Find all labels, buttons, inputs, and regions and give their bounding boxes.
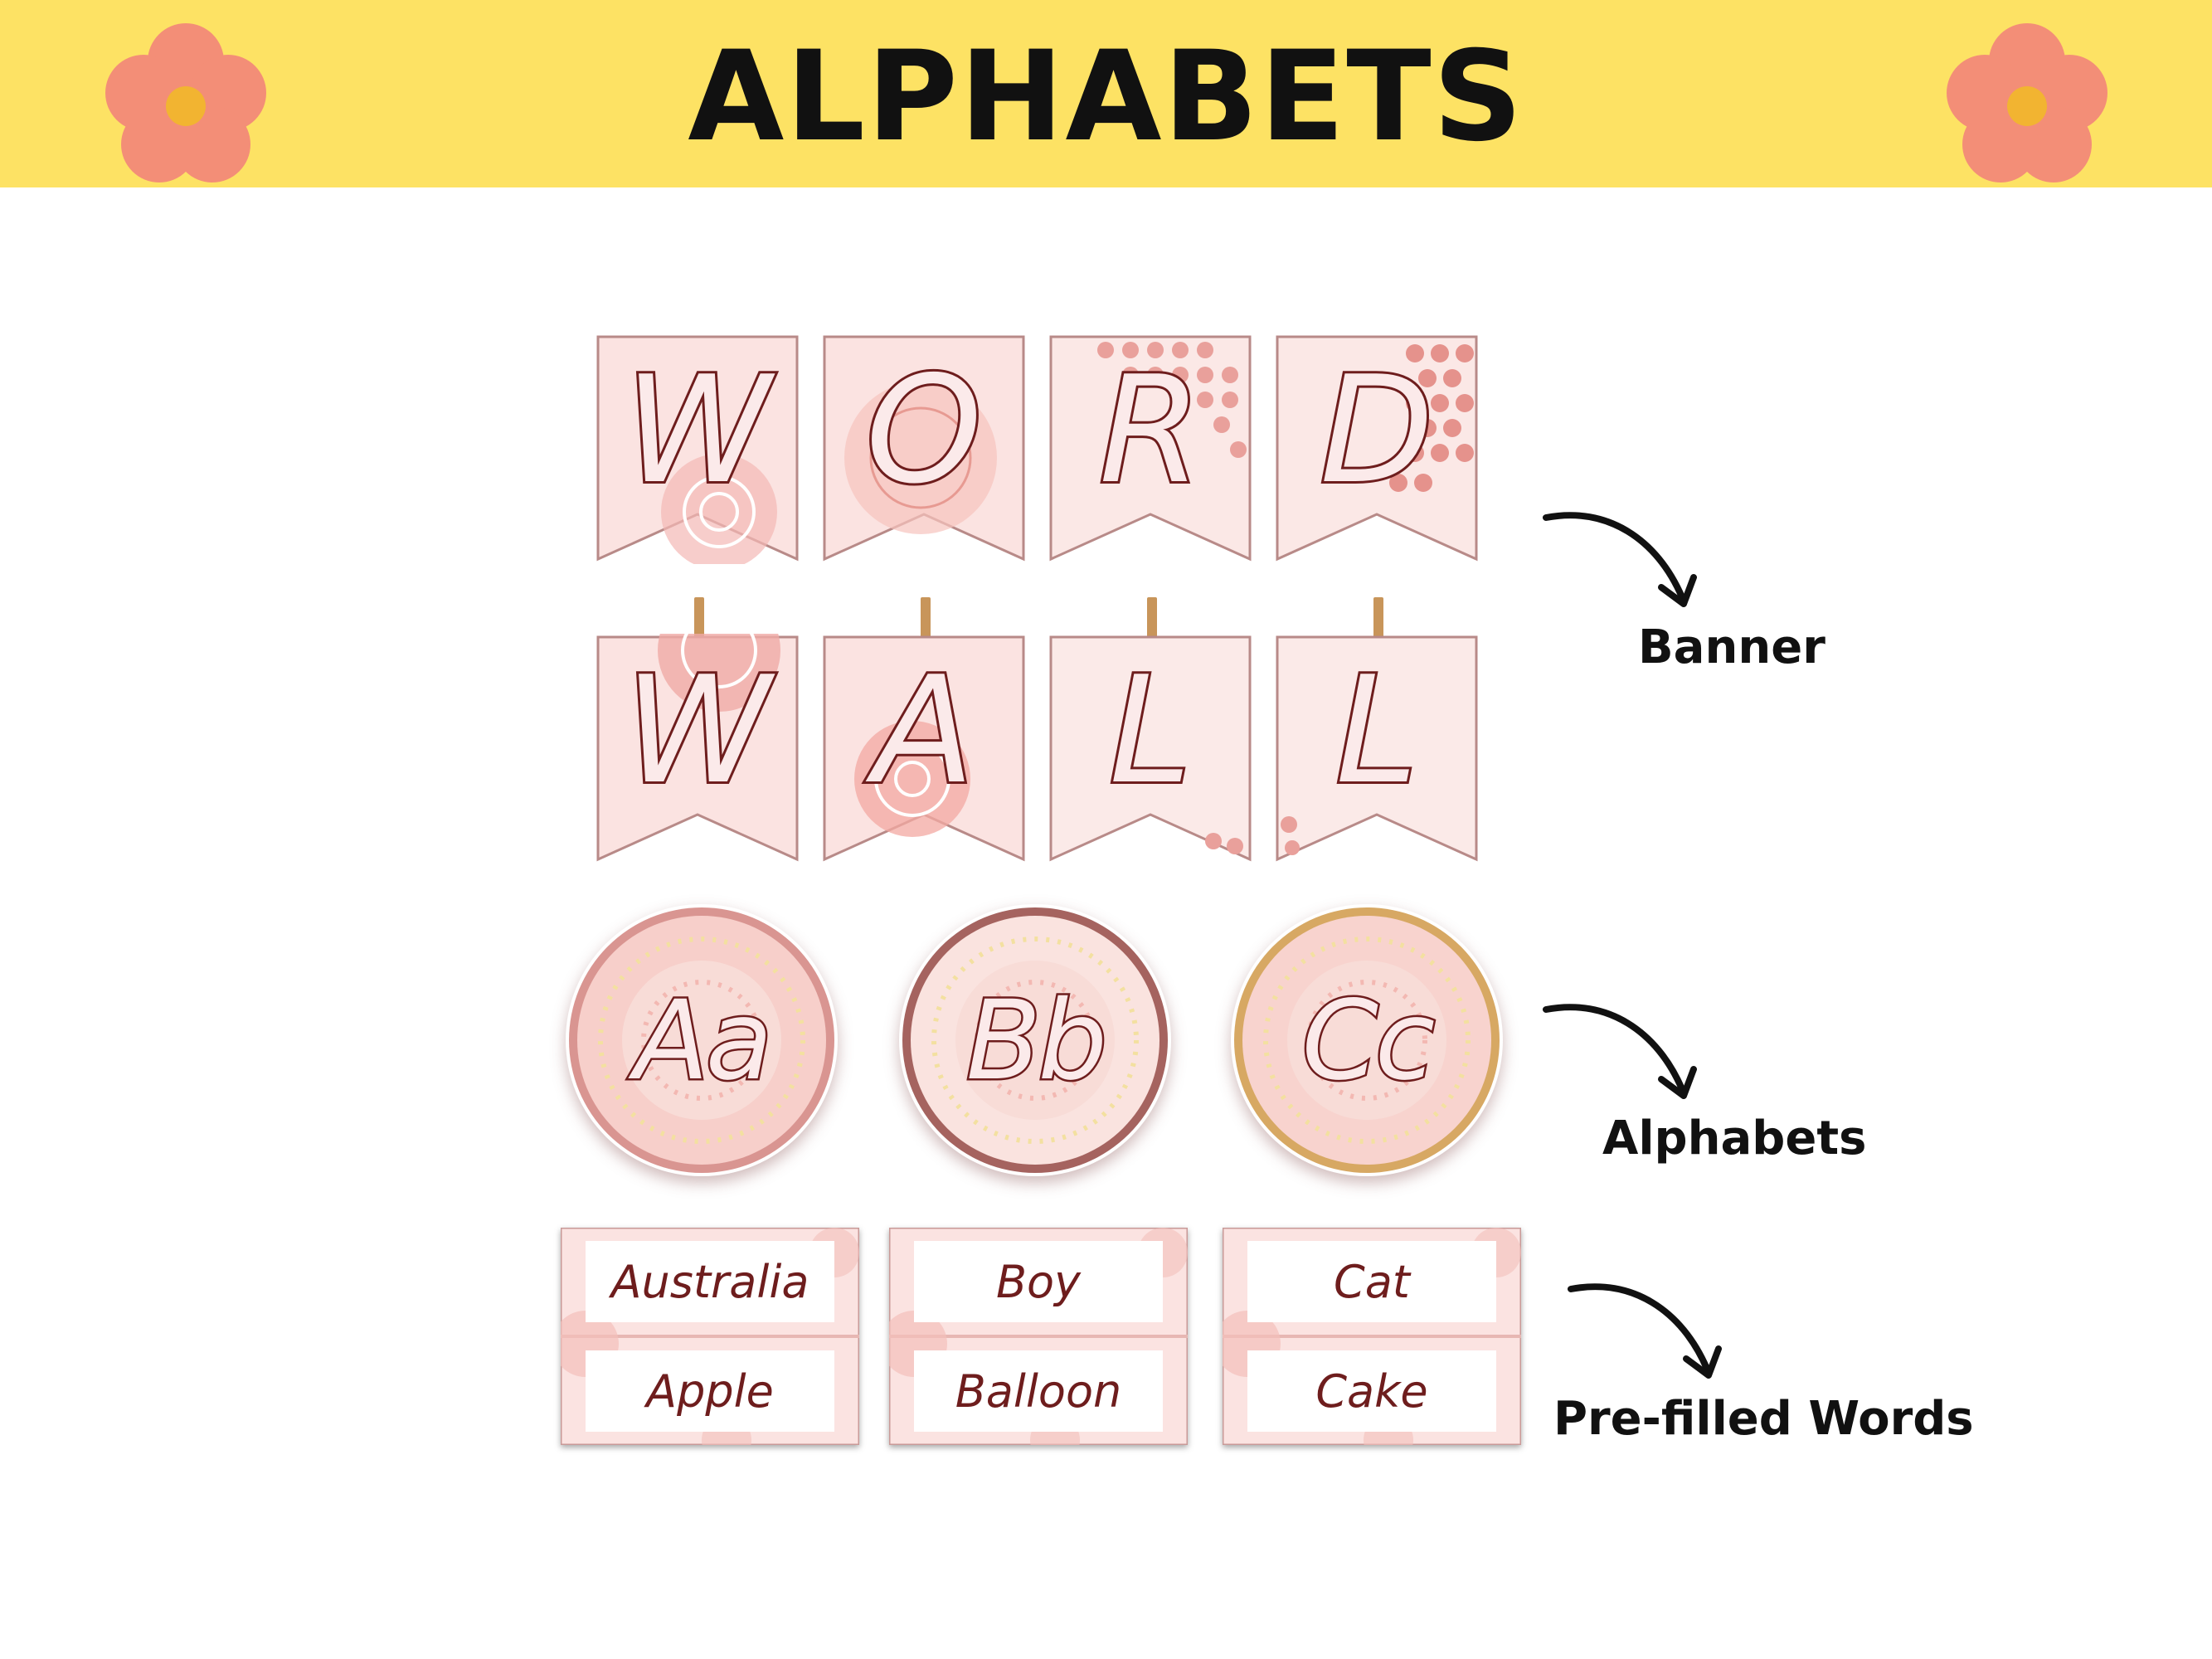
- banner-pennant: O: [821, 333, 1027, 564]
- banner-pennant: W: [595, 634, 800, 864]
- alphabet-letter: Aa: [632, 977, 775, 1106]
- curved-arrow-icon: [1566, 1277, 1732, 1402]
- word-label: Boy: [914, 1241, 1163, 1322]
- banner-pennant: W: [595, 333, 800, 564]
- alphabets-label: Alphabets: [1602, 1112, 1867, 1165]
- banner-pennant: D: [1274, 333, 1480, 564]
- word-label: Cake: [1247, 1350, 1496, 1432]
- banner-pennant: R: [1048, 333, 1253, 564]
- word-label: Apple: [586, 1350, 834, 1432]
- word-label: Balloon: [914, 1350, 1163, 1432]
- word-card: Boy Balloon: [889, 1228, 1188, 1445]
- flower-icon: [1944, 22, 2110, 187]
- word-card: Australia Apple: [561, 1228, 859, 1445]
- alphabet-card: Aa: [566, 904, 838, 1176]
- banner-letter: R: [1096, 344, 1204, 516]
- word-label: Cat: [1247, 1241, 1496, 1322]
- word-label: Australia: [586, 1241, 834, 1322]
- alphabet-letter: Cc: [1300, 977, 1437, 1106]
- page-title: ALPHABETS: [688, 25, 1524, 169]
- banner-pennant: A: [821, 634, 1027, 864]
- curved-arrow-icon: [1541, 998, 1707, 1122]
- header-banner: [0, 0, 2212, 187]
- banner-letter: L: [1333, 645, 1420, 816]
- word-card: Cat Cake: [1223, 1228, 1521, 1445]
- banner-letter: D: [1317, 344, 1436, 516]
- banner-letter: O: [863, 344, 984, 516]
- banner-letter: W: [622, 645, 773, 816]
- alphabet-card: Cc: [1231, 904, 1503, 1176]
- pre-filled-words-label: Pre-filled Words: [1553, 1392, 1974, 1446]
- banner-pennant: L: [1274, 634, 1480, 864]
- banner-pennant: L: [1048, 634, 1253, 864]
- banner-label: Banner: [1638, 620, 1826, 674]
- alphabet-letter: Bb: [964, 977, 1109, 1106]
- curved-arrow-icon: [1541, 506, 1707, 630]
- banner-letter: W: [622, 344, 773, 516]
- banner-letter: L: [1106, 645, 1194, 816]
- alphabet-card: Bb: [899, 904, 1171, 1176]
- banner-letter: A: [871, 645, 977, 816]
- flower-icon: [103, 22, 269, 187]
